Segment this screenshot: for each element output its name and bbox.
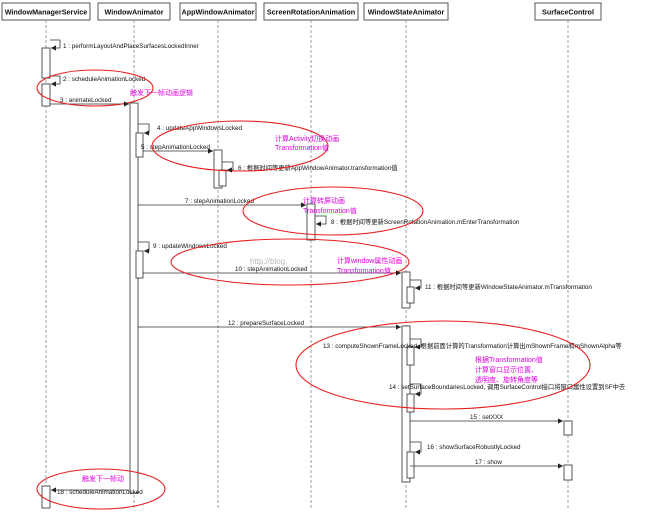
participant-window-state-animator: WindowStateAnimator [363, 2, 449, 21]
activation-bar [41, 47, 51, 79]
message-label: 7 : stepAnimationLocked [185, 198, 254, 205]
highlight-ring [36, 69, 154, 107]
message-2: 2 : scheduleAnimationLocked [50, 75, 146, 85]
message-11: 11 : 根据时间等更新WindowStateAnimator.mTransfo… [410, 279, 592, 291]
highlight-ring [151, 120, 329, 172]
arrowhead [51, 487, 56, 493]
highlight-ring [170, 238, 410, 286]
arrowhead [396, 270, 401, 276]
participant-screen-rotation-animation: ScreenRotationAnimation [263, 2, 359, 21]
arrowhead [144, 130, 149, 136]
message-label: 17 : show [475, 459, 502, 466]
highlight-ring [36, 468, 166, 510]
activation-bar [218, 169, 227, 187]
arrowhead [144, 248, 149, 254]
highlight-ring [295, 320, 591, 410]
message-13: 13 : computeShownFrameLocked, 根据前面计算的Tra… [323, 338, 622, 350]
arrowhead [415, 449, 420, 455]
message-1: 1 : performLayoutAndPlaceSurfacesLockedI… [50, 39, 199, 50]
message-5: 5 : stepAnimationLocked [141, 144, 213, 152]
participant-label: AppWindowAnimator [182, 8, 255, 17]
message-label: 11 : 根据时间等更新WindowStateAnimator.mTransfo… [425, 282, 592, 291]
arrowhead [396, 324, 401, 330]
message-label: 10 : stepAnimationLocked [235, 266, 308, 273]
activation-bar [406, 393, 415, 413]
message-label: 5 : stepAnimationLocked [141, 144, 210, 151]
message-3: 3 : animateLocked [50, 97, 129, 105]
arrowhead [558, 463, 563, 469]
message-label: 1 : performLayoutAndPlaceSurfacesLockedI… [63, 43, 199, 50]
arrowhead [415, 344, 420, 350]
activation-bar [563, 420, 573, 436]
message-12: 12 : prepareSurfaceLocked [138, 320, 401, 328]
annotation: 透明度、旋转角度等 [475, 375, 538, 384]
annotation: 计算转屏动画 [303, 196, 345, 205]
message-7: 7 : stepAnimationLocked [138, 198, 306, 206]
arrowhead [316, 221, 321, 227]
arrowhead [301, 202, 306, 208]
annotation: 根据Transformation值 [475, 355, 543, 364]
message-9: 9 : updateWindowsLocked [138, 241, 227, 252]
participant-window-animator: WindowAnimator [97, 2, 171, 21]
arrowhead [124, 101, 129, 107]
message-label: 8 : 根据时间等更新ScreenRotationAnimation.mEnte… [331, 217, 520, 226]
annotation: Transformation值 [337, 266, 391, 275]
annotation: 计算window属性动画 [337, 256, 402, 265]
activation-bar [406, 346, 415, 366]
annotation: Transformation值 [275, 143, 329, 152]
annotation: Transformation值 [303, 206, 357, 215]
activation-bar [406, 451, 415, 479]
activation-bar [406, 286, 415, 304]
message-17: 17 : show [410, 459, 563, 467]
message-15: 15 : setXXX [410, 414, 563, 422]
message-label: 16 : showSurfaceRobustlyLocked [427, 444, 521, 451]
message-label: 13 : computeShownFrameLocked, 根据前面计算的Tra… [323, 341, 622, 350]
participant-label: ScreenRotationAnimation [267, 8, 355, 17]
participant-surface-control: SurfaceControl [534, 2, 602, 21]
activation-bar [563, 464, 573, 481]
activation-bar [41, 485, 51, 509]
arrowhead [51, 81, 56, 87]
arrowhead [415, 285, 420, 291]
arrowhead [51, 45, 56, 51]
message-label: 6 : 根据时间等更新AppWindowAnimator.transformat… [238, 163, 398, 172]
activation-bar [135, 250, 144, 279]
participant-label: SurfaceControl [542, 8, 594, 17]
highlight-ring [242, 186, 424, 236]
annotation: 触发下一帧动 [82, 474, 124, 483]
arrowhead [558, 418, 563, 424]
participant-label: WindowAnimator [104, 8, 163, 17]
participant-label: WindowManagerService [5, 8, 88, 17]
participant-app-window-animator: AppWindowAnimator [179, 2, 257, 21]
annotation: 计算Activity切换动画 [275, 134, 339, 143]
message-16: 16 : showSurfaceRobustlyLocked [410, 441, 521, 453]
message-8: 8 : 根据时间等更新ScreenRotationAnimation.mEnte… [315, 215, 520, 226]
message-label: 18 : scheduleAnimationLocked [57, 489, 143, 496]
arrowhead [227, 167, 232, 173]
message-label: 9 : updateWindowsLocked [153, 243, 227, 250]
watermark: http://blog. [250, 257, 287, 266]
annotation: 计算窗口显示位置、 [475, 365, 538, 374]
message-label: 15 : setXXX [470, 414, 504, 421]
activation-bar [213, 149, 223, 189]
message-18: 18 : scheduleAnimationLocked [51, 489, 143, 496]
activation-bar [306, 203, 316, 241]
activation-bar [41, 83, 51, 107]
participant-window-manager-service: WindowManagerService [1, 2, 91, 21]
activation-bar [135, 132, 144, 158]
message-label: 12 : prepareSurfaceLocked [228, 320, 304, 327]
message-label: 14 : setSurfaceBoundariesLocked, 调用Surfa… [389, 382, 625, 391]
annotation: 触发下一帧动画逻辑 [130, 88, 193, 97]
message-label: 3 : animateLocked [60, 97, 112, 104]
participant-label: WindowStateAnimator [368, 8, 445, 17]
message-label: 4 : updateAppWindowsLocked [157, 125, 243, 132]
arrowhead [415, 391, 420, 397]
arrowhead [208, 148, 213, 154]
activation-bar [129, 102, 139, 494]
message-label: 2 : scheduleAnimationLocked [63, 76, 146, 83]
